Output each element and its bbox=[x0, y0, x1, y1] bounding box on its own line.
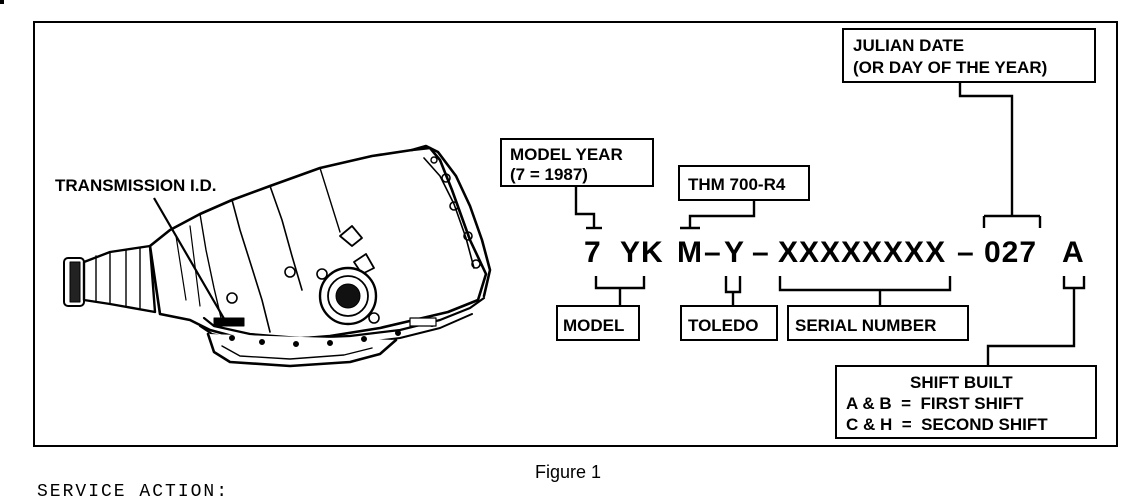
toledo-label: TOLEDO bbox=[688, 316, 759, 335]
shift-built-title: SHIFT BUILT bbox=[910, 373, 1013, 392]
model-label: MODEL bbox=[563, 316, 624, 335]
thm-label: THM 700-R4 bbox=[688, 175, 786, 194]
serial-number-callout: SERIAL NUMBER bbox=[778, 276, 969, 341]
transmission-id-label: TRANSMISSION I.D. bbox=[55, 176, 217, 195]
code-m: M bbox=[677, 236, 703, 269]
page-mark bbox=[0, 0, 4, 4]
figure-frame bbox=[33, 21, 1118, 447]
transmission-illustration bbox=[63, 144, 492, 368]
code-y: Y bbox=[724, 236, 745, 269]
service-action-heading: SERVICE ACTION: bbox=[37, 482, 230, 502]
transmission-id-leader bbox=[153, 197, 227, 323]
model-year-value: (7 = 1987) bbox=[510, 165, 588, 184]
shift-first: A & B = FIRST SHIFT bbox=[846, 394, 1024, 413]
figure-caption: Figure 1 bbox=[534, 462, 602, 482]
id-code: 7 YK M – Y – XXXXXXXX – 027 A bbox=[584, 236, 1085, 269]
shift-second: C & H = SECOND SHIFT bbox=[846, 415, 1048, 434]
julian-date-callout: JULIAN DATE (OR DAY OF THE YEAR) bbox=[842, 28, 1096, 228]
shift-built-callout: SHIFT BUILT A & B = FIRST SHIFT C & H = … bbox=[835, 276, 1097, 439]
julian-date-label: JULIAN DATE bbox=[853, 36, 964, 55]
serial-number-label: SERIAL NUMBER bbox=[795, 316, 936, 335]
code-year: 7 bbox=[584, 236, 602, 269]
code-serial: XXXXXXXX bbox=[778, 236, 946, 269]
code-dash-2: – bbox=[752, 236, 770, 269]
code-model: YK bbox=[620, 236, 664, 269]
code-julian: 027 bbox=[984, 236, 1037, 269]
id-tag bbox=[213, 317, 245, 327]
thm-callout: THM 700-R4 bbox=[678, 165, 810, 230]
model-callout: MODEL bbox=[556, 276, 646, 341]
model-year-label: MODEL YEAR bbox=[510, 145, 623, 164]
code-dash-1: – bbox=[704, 236, 722, 269]
code-dash-3: – bbox=[957, 236, 975, 269]
model-year-callout: MODEL YEAR (7 = 1987) bbox=[500, 138, 654, 230]
toledo-callout: TOLEDO bbox=[680, 276, 778, 341]
code-shift: A bbox=[1062, 236, 1085, 269]
julian-date-desc: (OR DAY OF THE YEAR) bbox=[853, 58, 1047, 77]
